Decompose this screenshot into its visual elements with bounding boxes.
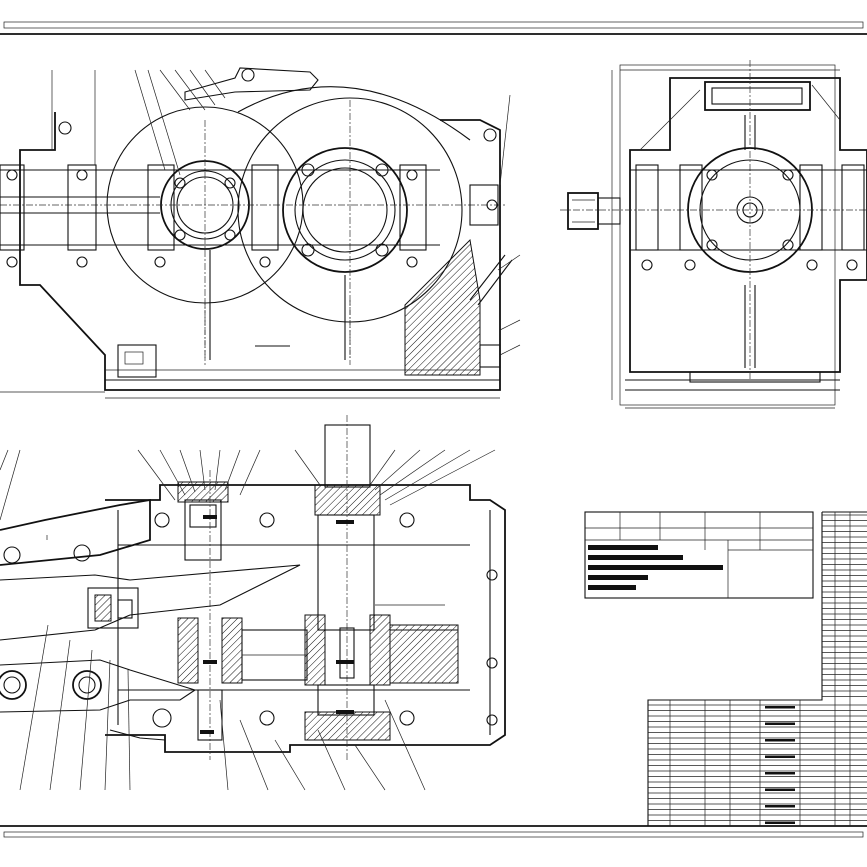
parts-list-cell-fill [765, 706, 795, 709]
side-view [560, 60, 867, 409]
leader-lines-front [134, 69, 521, 356]
parts-list-cell-fill [765, 788, 795, 791]
parts-list-cell-fill [765, 772, 795, 775]
output-shaft-end [324, 424, 371, 488]
sheet-border [0, 21, 867, 838]
output-bearing [282, 147, 408, 273]
leader-lines-plan [0, 449, 496, 791]
title-block-text-fill [588, 545, 723, 590]
flange-bolts [0, 164, 440, 268]
parts-list-cell-fill [765, 805, 795, 808]
bearing-bolts [174, 163, 389, 257]
parts-list-cell-fill [765, 755, 795, 758]
plan-section [0, 415, 506, 791]
inspection-cover [704, 81, 811, 111]
front-view [0, 67, 521, 399]
parts-list-cell-fill [765, 739, 795, 742]
parts-list [647, 511, 867, 826]
parts-list-cell-fill [765, 722, 795, 725]
input-shaft-stub [567, 192, 599, 230]
parts-list-cell-fill [765, 821, 795, 824]
title-block [584, 511, 814, 599]
